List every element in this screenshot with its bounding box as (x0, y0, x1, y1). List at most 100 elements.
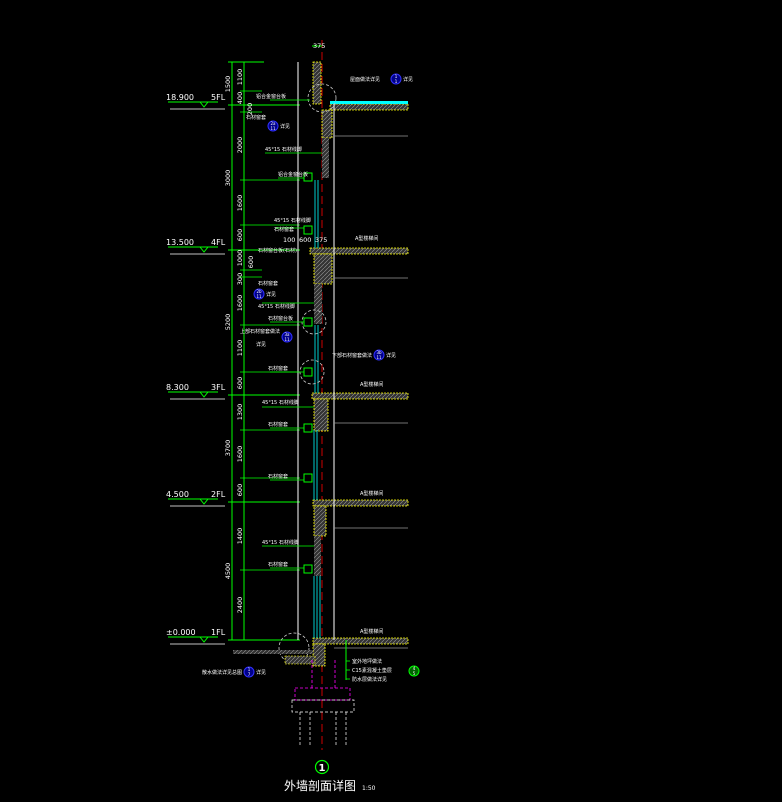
dimension-text: 600 (236, 229, 244, 241)
annotation: 石材窗套 (274, 226, 294, 233)
callout-sheet: 11 (270, 126, 276, 131)
annotation: 石材窗台板(石材) (258, 247, 297, 254)
dimension-text: 400 (236, 92, 244, 104)
level-marker-3fl: 8.300 3FL (166, 383, 226, 400)
annotation: 45°15 石材线脚 (265, 146, 302, 153)
annotation: 防水层做法详见 (352, 676, 387, 683)
level-elevation: ±0.000 (166, 628, 196, 637)
callout-label: 详见 (256, 669, 266, 676)
dimension-text: 1000 (236, 250, 244, 267)
callout-label: 详见 (403, 76, 413, 83)
dimension-text: 3000 (224, 170, 232, 187)
level-marker-5fl: 18.900 5FL (166, 93, 226, 110)
level-elevation: 4.500 (166, 490, 189, 499)
annotation: 45°15 石材线脚 (274, 217, 311, 224)
room-label: A型楼梯间 (360, 381, 383, 388)
level-marker-2fl: 4.500 2FL (166, 490, 226, 507)
dimension-text: 375 (315, 236, 327, 244)
annotation: 铝合金窗台板 (256, 93, 286, 100)
callout-sheet: 5 (413, 671, 416, 676)
annotation: 石材窗套 (246, 114, 266, 121)
callouts: 1 1 详见 2a 11 详见 2b 11 详见 3a 11 详见 3b 11 … (243, 73, 420, 678)
callout-sheet: 11 (256, 294, 262, 299)
detail-callout[interactable]: 4 5 (408, 665, 420, 677)
wall-section (278, 61, 408, 667)
callout-label: 详见 (256, 341, 266, 348)
dimension-text: 1600 (236, 195, 244, 212)
callout-number: 2b (256, 289, 262, 294)
section-number-circle (314, 759, 330, 775)
dimension-text: 600 (299, 236, 311, 244)
foundation (233, 640, 355, 745)
dimension-text: 1400 (236, 528, 244, 545)
callout-number: 1 (395, 74, 398, 79)
level-floor: 5FL (211, 93, 226, 102)
level-elevation: 18.900 (166, 93, 194, 102)
annotation: 下部石材窗套做法 (332, 352, 372, 359)
room-label: A型楼梯间 (360, 628, 383, 635)
annotation: 45°15 石材线脚 (262, 539, 299, 546)
annotation: 铝合金窗台板 (278, 171, 308, 178)
dimension-text: 600 (247, 256, 255, 268)
callout-sheet: 1 (395, 79, 398, 84)
level-floor: 2FL (211, 490, 226, 499)
detail-dimension-texts: 1100 400 200 2000 1600 600 1000 600 300 … (236, 42, 327, 613)
detail-callout[interactable]: 2b 11 详见 (253, 288, 276, 300)
dimension-text: 4500 (224, 563, 232, 580)
dimension-text: 1100 (236, 69, 244, 86)
detail-callout[interactable]: 1 7 详见 (243, 666, 266, 678)
annotation: 石材窗套 (268, 421, 288, 428)
annotation: 散水做法详见总图 (202, 669, 242, 676)
dimension-text: 5200 (224, 314, 232, 331)
annotation: C15素混凝土垫层 (352, 667, 392, 674)
floor-slabs (309, 101, 409, 645)
callout-label: 详见 (386, 352, 396, 359)
callout-number: 2a (271, 121, 277, 126)
dimension-text: 2000 (236, 137, 244, 154)
dimension-text: 1300 (236, 404, 244, 421)
annotation: 石材窗套 (268, 365, 288, 372)
annotations: 铝合金窗台板 45°15 石材线脚 铝合金窗台板 45°15 石材线脚 石材窗套… (202, 76, 392, 683)
level-floor: 4FL (211, 238, 226, 247)
detail-callout[interactable]: 2a 11 详见 (267, 120, 290, 132)
top-dimension-text: 375 (313, 42, 325, 50)
drawing-title: 外墙剖面详图 (284, 778, 356, 793)
annotation: 屋面做法详见 (350, 76, 380, 83)
dimension-text: 3700 (224, 440, 232, 457)
dimension-text: 2400 (236, 597, 244, 614)
detail-callout[interactable]: 3b 11 详见 (373, 349, 396, 361)
annotation: 石材窗套 (258, 280, 278, 287)
dimension-text: 1500 (224, 76, 232, 93)
annotation: 石材窗台板 (268, 315, 293, 322)
leader-lines (262, 99, 350, 680)
dimension-text: 600 (236, 484, 244, 496)
level-marker-4fl: 13.500 4FL (166, 238, 226, 255)
room-label: A型楼梯间 (355, 235, 378, 242)
drawing-scale: 1:50 (362, 785, 376, 792)
room-label: A型楼梯间 (360, 490, 383, 497)
dimension-text: 300 (236, 273, 244, 285)
callout-number: 1 (248, 667, 251, 672)
level-elevation: 8.300 (166, 383, 189, 392)
annotation: 45°15 石材线脚 (262, 399, 299, 406)
callout-sheet: 11 (376, 355, 382, 360)
callout-label: 详见 (280, 123, 290, 130)
annotation: 石材窗套 (268, 561, 288, 568)
detail-callout[interactable]: 1 1 详见 (390, 73, 413, 85)
level-marker-1fl: ±0.000 1FL (166, 628, 226, 645)
overall-dimension-texts: 1500 3000 5200 3700 4500 (224, 76, 232, 580)
dimension-text: 1600 (236, 295, 244, 312)
room-labels: A型楼梯间 A型楼梯间 A型楼梯间 A型楼梯间 (355, 235, 383, 635)
dimension-text: 600 (236, 377, 244, 389)
level-elevation: 13.500 (166, 238, 194, 247)
detail-callout[interactable]: 3a 11 详见 (256, 331, 293, 348)
dimension-text: 1100 (236, 340, 244, 357)
section-number: 1 (319, 763, 326, 774)
callout-number: 4 (413, 666, 416, 671)
level-floor: 1FL (211, 628, 226, 637)
annotation: 石材窗套 (268, 473, 288, 480)
dimension-text: 1600 (236, 446, 244, 463)
callout-number: 3b (376, 350, 382, 355)
callout-number: 3a (285, 332, 291, 337)
